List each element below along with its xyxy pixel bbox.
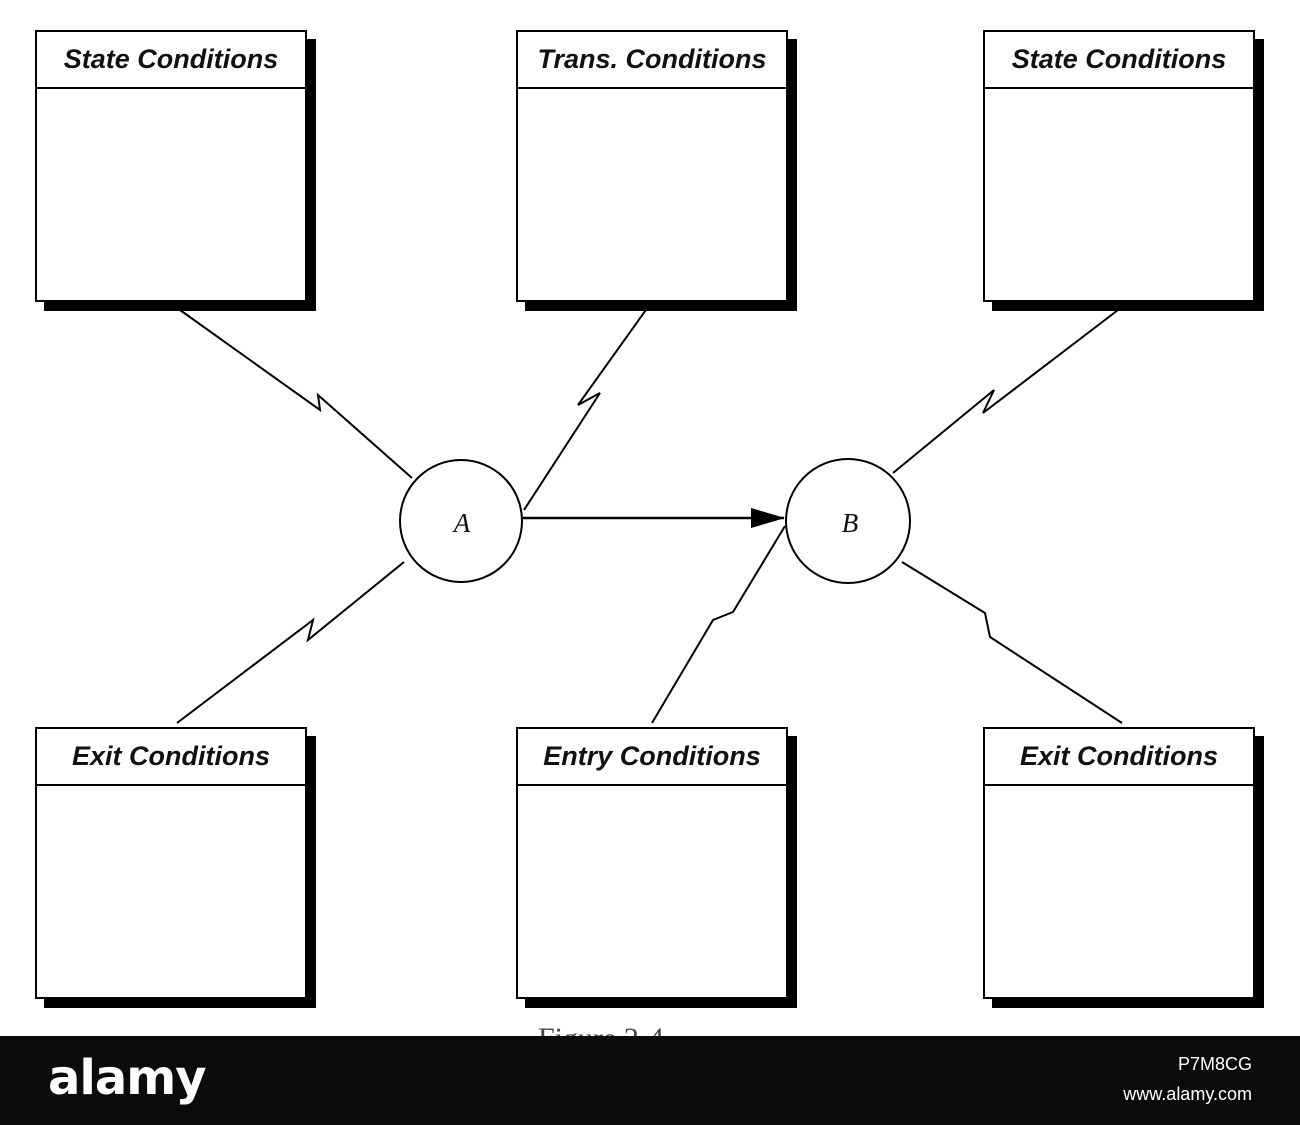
- box-body: [518, 786, 786, 997]
- watermark-url: www.alamy.com: [1123, 1084, 1252, 1104]
- connector-state-left-to-a: [179, 309, 413, 479]
- exit-conditions-box-left: Exit Conditions: [35, 727, 307, 999]
- connector-trans-to-a: [523, 306, 649, 511]
- box-header: State Conditions: [37, 32, 305, 89]
- entry-conditions-box: Entry Conditions: [516, 727, 788, 999]
- exit-conditions-box-right: Exit Conditions: [983, 727, 1255, 999]
- diagram-canvas: A B State Conditions Trans. Conditions S…: [35, 30, 1255, 1038]
- watermark-bar: alamy P7M8CG www.alamy.com: [0, 1036, 1300, 1125]
- state-node-a: [399, 459, 523, 583]
- state-conditions-box-right: State Conditions: [983, 30, 1255, 302]
- state-conditions-box-left: State Conditions: [35, 30, 307, 302]
- box-header: Exit Conditions: [37, 729, 305, 786]
- connector-layer: [176, 306, 1123, 724]
- box-body: [518, 89, 786, 300]
- box-body: [37, 786, 305, 997]
- state-node-b: [785, 458, 911, 584]
- trans-conditions-box: Trans. Conditions: [516, 30, 788, 302]
- box-header: Entry Conditions: [518, 729, 786, 786]
- box-header: Exit Conditions: [985, 729, 1253, 786]
- connector-state-right-to-b: [892, 309, 1119, 474]
- connector-exit-left-to-a: [176, 561, 405, 724]
- watermark-logo: alamy: [48, 1050, 207, 1106]
- figure-caption: Figure 2-4: [538, 1024, 738, 1038]
- watermark-image-id: P7M8CG: [1177, 1054, 1252, 1074]
- box-header: State Conditions: [985, 32, 1253, 89]
- node-b-label: B: [841, 508, 859, 538]
- node-a-label: A: [453, 508, 471, 538]
- connector-exit-right-to-b: [901, 561, 1123, 724]
- box-body: [985, 89, 1253, 300]
- connector-entry-to-b: [651, 525, 786, 724]
- box-body: [37, 89, 305, 300]
- figure-caption-text: Figure 2-4: [538, 1024, 738, 1038]
- box-header: Trans. Conditions: [518, 32, 786, 89]
- box-body: [985, 786, 1253, 997]
